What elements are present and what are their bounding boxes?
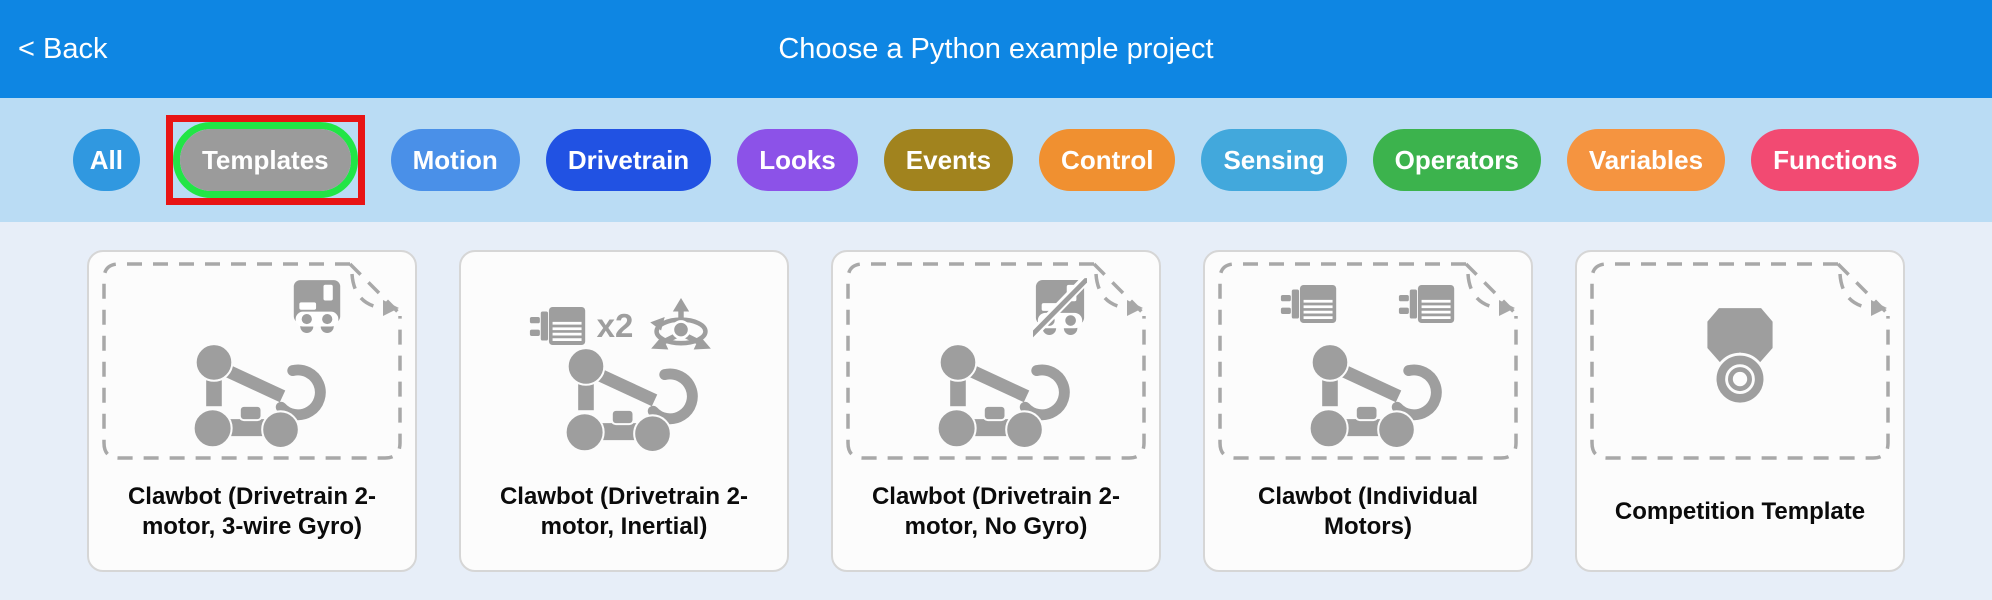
motor-icon [1280, 282, 1338, 326]
clawbot-icon [921, 338, 1071, 450]
card-badges [89, 278, 415, 336]
filter-looks[interactable]: Looks [737, 129, 858, 191]
filter-functions[interactable]: Functions [1751, 129, 1920, 191]
gyro-sensor-icon [291, 278, 343, 336]
clawbot-icon [177, 338, 327, 450]
card-title: Clawbot (Individual Motors) [1258, 483, 1478, 540]
filter-drivetrain[interactable]: Drivetrain [545, 129, 712, 191]
card-image [1577, 252, 1903, 462]
no-gyro-icon [1033, 278, 1087, 338]
page-title: Choose a Python example project [778, 32, 1214, 65]
filter-variables[interactable]: Variables [1566, 129, 1726, 191]
header: < Back Choose a Python example project [0, 0, 1992, 98]
filter-motion[interactable]: Motion [390, 129, 520, 191]
card-title: Clawbot (Drivetrain 2-motor, No Gyro) [871, 483, 1121, 540]
card-badges: x2 [461, 297, 787, 355]
card-title: Clawbot (Drivetrain 2-motor, 3-wire Gyro… [127, 483, 377, 540]
card-badges [833, 278, 1159, 338]
card-image [89, 252, 415, 462]
card-image: x2 [461, 252, 787, 462]
card-badges [1205, 282, 1531, 326]
card-title: Clawbot (Drivetrain 2-motor, Inertial) [499, 483, 749, 540]
filter-all[interactable]: All [72, 129, 140, 191]
filter-events[interactable]: Events [883, 129, 1014, 191]
filter-templates[interactable]: Templates [179, 129, 351, 191]
card-image [833, 252, 1159, 462]
motor-icon [1398, 282, 1456, 326]
selected-filter-ring: Templates [172, 122, 358, 198]
filter-control[interactable]: Control [1039, 129, 1176, 191]
medal-icon [1694, 306, 1786, 410]
filter-sensing[interactable]: Sensing [1201, 129, 1347, 191]
card-title: Competition Template [1614, 498, 1866, 525]
x2-label: x2 [596, 307, 634, 344]
project-card[interactable]: Competition Template [1575, 250, 1905, 572]
filter-operators[interactable]: Operators [1372, 129, 1541, 191]
project-card[interactable]: Clawbot (Drivetrain 2-motor, 3-wire Gyro… [87, 250, 417, 572]
back-button[interactable]: < Back [18, 32, 108, 65]
clawbot-icon [549, 342, 699, 454]
project-card[interactable]: Clawbot (Individual Motors) [1203, 250, 1533, 572]
annotation-highlight-box: Templates [165, 115, 365, 205]
filter-bar: All Templates Motion Drivetrain Looks Events C… [0, 98, 1992, 222]
card-image [1205, 252, 1531, 462]
project-card[interactable]: Clawbot (Drivetrain 2-motor, No Gyro) [831, 250, 1161, 572]
clawbot-icon [1293, 338, 1443, 450]
project-grid: Clawbot (Drivetrain 2-motor, 3-wire Gyro… [0, 222, 1992, 572]
